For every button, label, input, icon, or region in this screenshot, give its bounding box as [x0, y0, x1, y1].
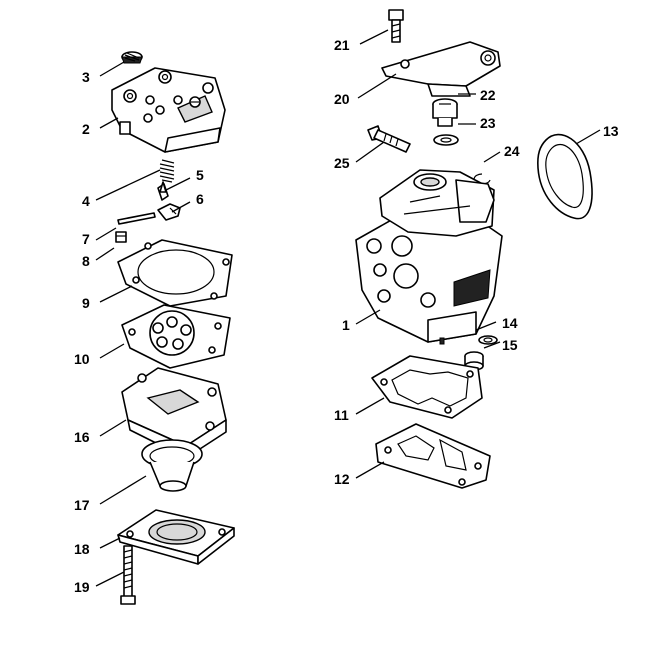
part-5-needle	[157, 181, 169, 201]
part-3-strainer	[121, 51, 143, 64]
part-22-fitting	[432, 98, 458, 127]
callout-18: 18	[74, 541, 90, 557]
callout-1: 1	[342, 317, 350, 333]
part-7-pin	[117, 212, 156, 225]
part-1-carburetor-body	[355, 169, 503, 345]
callout-17: 17	[74, 497, 90, 513]
part-21-screw	[388, 9, 404, 43]
callout-21: 21	[334, 37, 350, 53]
part-10-diaphragm	[121, 304, 231, 369]
part-18-end-cover	[117, 509, 235, 565]
callout-25: 25	[334, 155, 350, 171]
part-17-cup	[141, 439, 203, 492]
part-12-gasket	[375, 423, 491, 489]
part-23-washer	[433, 134, 459, 146]
callout-7: 7	[82, 231, 90, 247]
leader-lines	[95, 29, 601, 587]
part-13-o-ring	[537, 133, 593, 220]
part-11-gasket	[371, 355, 483, 419]
callout-19: 19	[74, 579, 90, 595]
part-19-long-screw	[120, 545, 136, 605]
part-8-screw	[115, 231, 127, 243]
callout-3: 3	[82, 69, 90, 85]
callout-20: 20	[334, 91, 350, 107]
callout-8: 8	[82, 253, 90, 269]
callout-11: 11	[334, 407, 349, 423]
part-2-pump-cover	[111, 67, 226, 153]
part-4-spring	[159, 159, 175, 183]
callout-6: 6	[196, 191, 204, 207]
callout-9: 9	[82, 295, 90, 311]
part-14-washer	[478, 335, 498, 345]
part-6-lever	[157, 203, 181, 221]
callout-15: 15	[502, 337, 518, 353]
callout-2: 2	[82, 121, 90, 137]
part-20-bracket	[381, 41, 501, 97]
part-9-gasket	[117, 239, 233, 307]
callout-14: 14	[502, 315, 518, 331]
callout-16: 16	[74, 429, 90, 445]
callout-4: 4	[82, 193, 90, 209]
callout-13: 13	[603, 123, 619, 139]
callout-10: 10	[74, 351, 90, 367]
callout-5: 5	[196, 167, 204, 183]
part-25-bolt	[367, 125, 411, 153]
callout-22: 22	[480, 87, 496, 103]
callout-12: 12	[334, 471, 350, 487]
callout-numbers: 3 2 4 5 6 7 8 9 10 16 17 18 19 21 20 22 …	[74, 37, 619, 595]
callout-24: 24	[504, 143, 520, 159]
callout-23: 23	[480, 115, 496, 131]
